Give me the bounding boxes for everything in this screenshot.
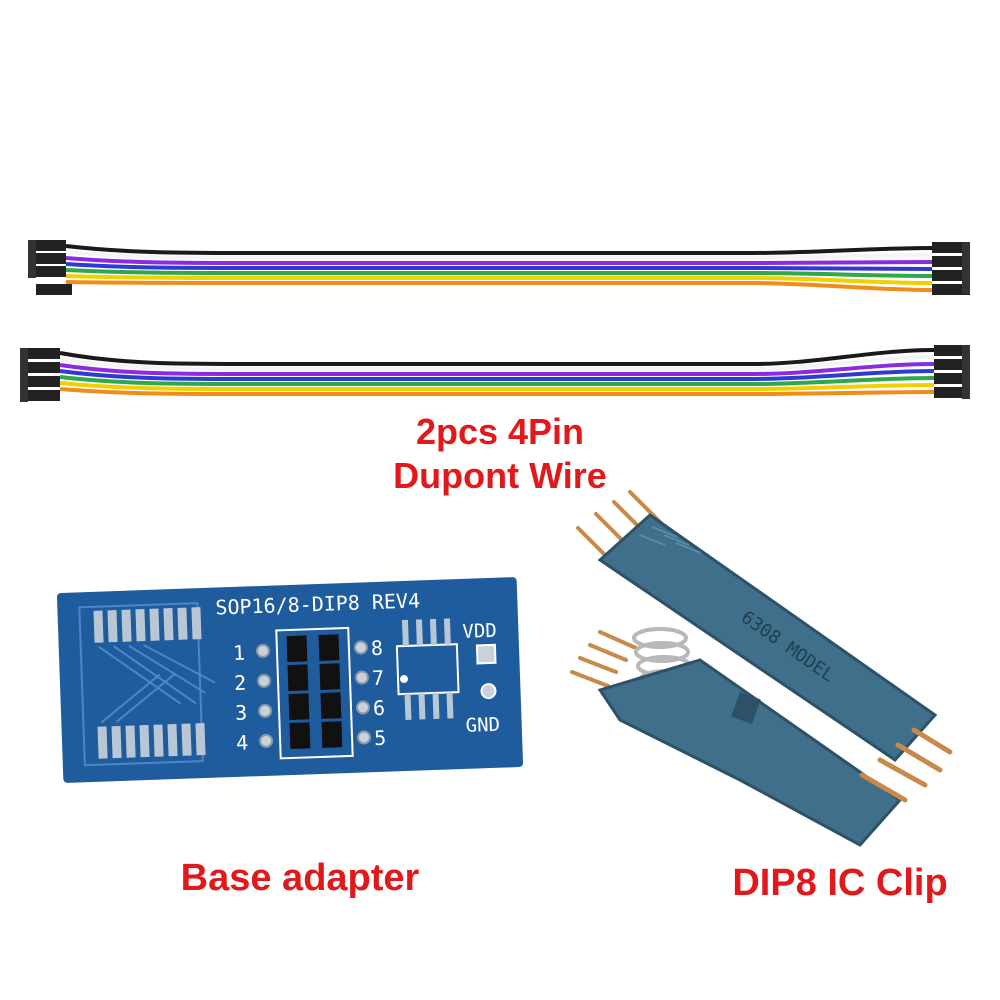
dupont-wire-caption-line1: 2pcs 4Pin bbox=[415, 411, 585, 452]
connector-right-2 bbox=[934, 345, 970, 399]
pin-label-4: 4 bbox=[236, 731, 249, 755]
sop16-footprint bbox=[78, 602, 204, 767]
dupont-wire-caption-line2: Dupont Wire bbox=[393, 455, 607, 496]
clip-bottom-pins bbox=[859, 727, 953, 803]
connector-left-2 bbox=[20, 348, 60, 402]
dupont-wire-1 bbox=[28, 240, 970, 295]
connector-left-1 bbox=[28, 240, 72, 295]
clip-left-pins bbox=[570, 630, 638, 688]
ribbon-strand bbox=[65, 268, 933, 278]
ribbon-strand bbox=[59, 369, 935, 381]
pin-label-6: 6 bbox=[373, 696, 386, 720]
ribbon-strand bbox=[59, 387, 935, 396]
sop16-pads-bottom bbox=[97, 723, 206, 759]
dip8-header-pins bbox=[286, 634, 343, 750]
pin-label-1: 1 bbox=[233, 641, 246, 665]
pin-label-2: 2 bbox=[234, 671, 247, 695]
ribbon-strand bbox=[59, 355, 935, 371]
clip-lower-jaw bbox=[597, 658, 903, 847]
ic-clip-caption: DIP8 IC Clip bbox=[732, 862, 948, 904]
ribbon-strand bbox=[65, 256, 933, 265]
ribbon-strand bbox=[65, 244, 933, 255]
ribbon-strand bbox=[59, 362, 935, 376]
ribbon-strand bbox=[65, 262, 933, 271]
pin-label-8: 8 bbox=[371, 636, 384, 660]
ribbon-strand bbox=[59, 375, 935, 386]
gnd-label: GND bbox=[465, 714, 500, 737]
sop16-pads-top bbox=[93, 607, 202, 643]
vdd-label: VDD bbox=[462, 620, 497, 643]
ribbon-strand bbox=[65, 274, 933, 285]
ribbon-strand bbox=[59, 348, 935, 366]
ic-clip: 6308 MODEL bbox=[570, 490, 953, 847]
pin-label-7: 7 bbox=[372, 666, 385, 690]
pin-vias bbox=[255, 640, 372, 748]
base-adapter-board: SOP16/8-DIP8 REV4 1 2 3 4 8 7 6 5 bbox=[56, 577, 524, 783]
dip8-header-outline bbox=[275, 626, 354, 760]
clip-upper-jaw bbox=[597, 513, 938, 762]
ribbon-strand bbox=[65, 280, 933, 292]
pin-label-3: 3 bbox=[235, 701, 248, 725]
dupont-wire-2 bbox=[20, 345, 970, 402]
sop8-footprint bbox=[395, 618, 460, 720]
vdd-pad bbox=[475, 643, 497, 665]
ribbon-strand bbox=[65, 250, 933, 260]
base-adapter-caption: Base adapter bbox=[180, 857, 420, 899]
pin-label-5: 5 bbox=[374, 726, 387, 750]
connector-right-1 bbox=[932, 242, 970, 295]
gnd-via bbox=[480, 683, 497, 700]
ribbon-strand bbox=[59, 381, 935, 391]
